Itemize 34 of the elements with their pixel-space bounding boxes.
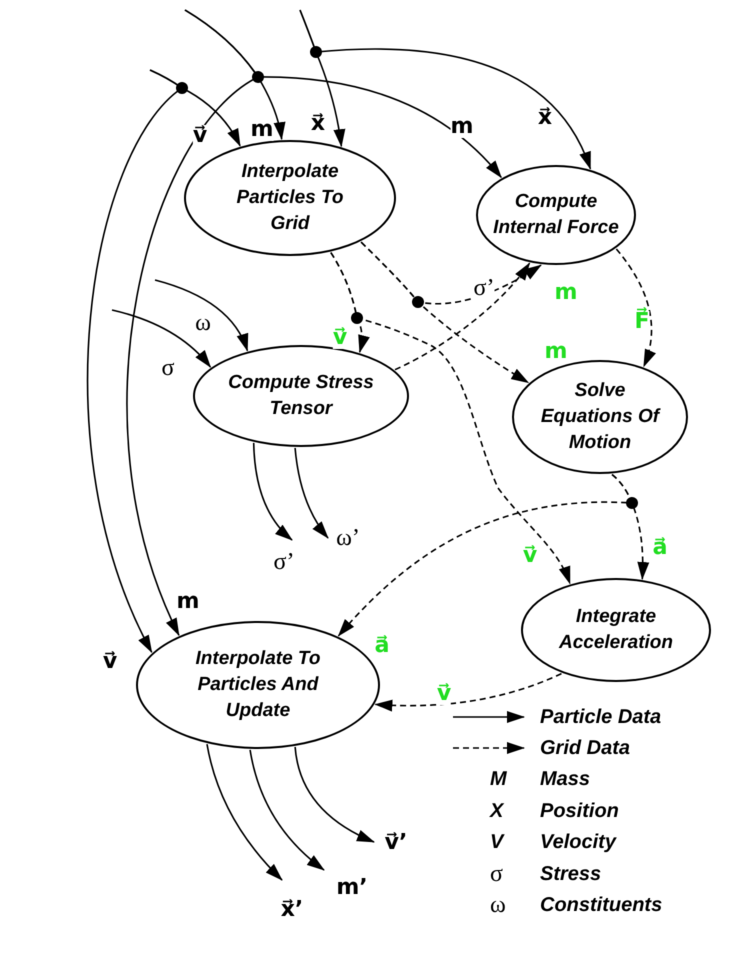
edge-label: v⃗	[332, 327, 348, 349]
edge-label: σ’	[474, 276, 494, 300]
symbol-label: ω	[490, 892, 507, 920]
legend-label: Grid Data	[540, 736, 632, 761]
symbol-meaning: Stress	[540, 862, 602, 886]
edge-label: v⃗	[192, 125, 208, 147]
symbol-label: σ	[490, 860, 504, 888]
dashed-arrow	[394, 262, 530, 370]
symbol-meaning: Position	[540, 798, 620, 824]
dashed-arrow	[616, 248, 656, 368]
node-label: Compute Stress Tensor	[227, 371, 375, 421]
edge-label: v⃗	[436, 683, 452, 705]
legend-label: Particle Data	[540, 705, 662, 730]
arrow	[206, 744, 283, 881]
node-label: Solve Equations Of Motion	[540, 379, 662, 455]
symbol-label: V	[490, 830, 506, 855]
dashed-arrow	[330, 252, 571, 584]
symbol-label: X	[490, 798, 506, 824]
dashed-arrow	[360, 242, 530, 384]
arrow	[112, 309, 212, 368]
symbol-label: M	[490, 767, 508, 792]
node-label: Integrate Acceleration	[558, 605, 674, 655]
arrow	[294, 746, 375, 843]
symbol-meaning: Constituents	[540, 893, 662, 918]
arrow	[249, 750, 325, 871]
node-label: Compute Internal Force	[492, 190, 620, 240]
symbol-meaning: Mass	[540, 767, 592, 792]
node-label: Interpolate Particles To Grid	[235, 160, 344, 236]
arrow	[294, 448, 329, 539]
arrow	[299, 10, 592, 170]
arrow	[154, 279, 248, 352]
arrow	[252, 442, 293, 541]
node-label: Interpolate To Particles And Update	[194, 647, 322, 723]
symbol-meaning: Velocity	[540, 830, 618, 855]
